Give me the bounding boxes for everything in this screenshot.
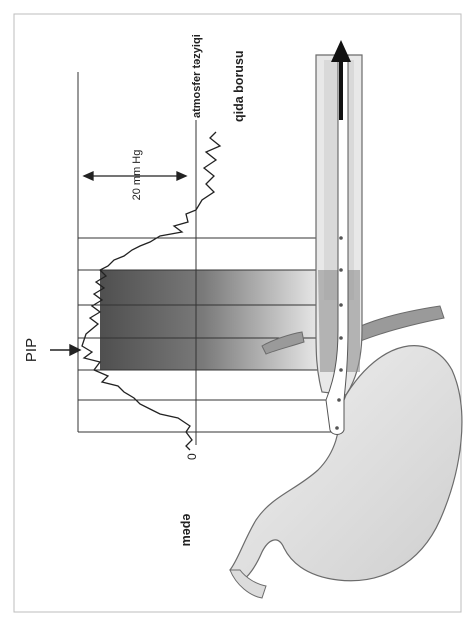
esophagus-label: qida borusu bbox=[232, 50, 246, 122]
pip-label: PIP bbox=[23, 338, 40, 362]
stomach-label: mədə bbox=[179, 514, 193, 547]
scale-label: 20 mm Hg bbox=[131, 150, 143, 201]
pip-arrow bbox=[50, 345, 80, 355]
zero-label: 0 bbox=[185, 453, 199, 460]
atmospheric-label: atmosfer təzyiqi bbox=[191, 34, 203, 118]
high-pressure-zone bbox=[100, 270, 330, 370]
